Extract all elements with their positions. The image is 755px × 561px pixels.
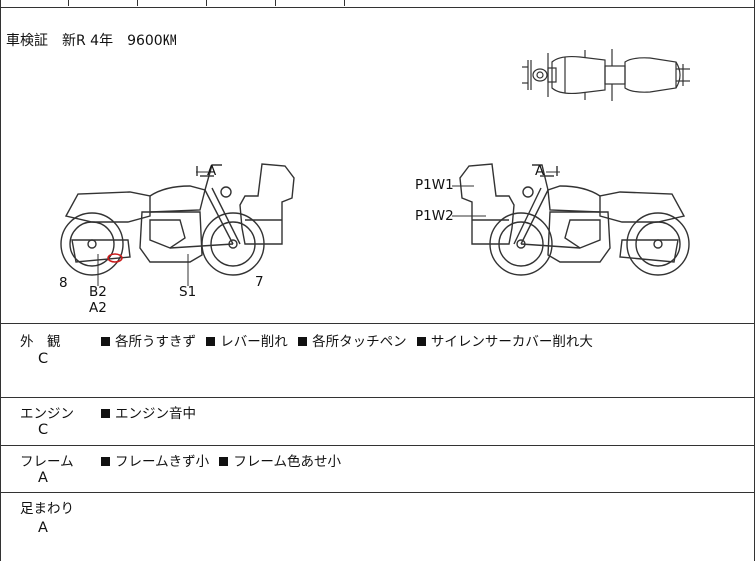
row-divider-1: [0, 397, 755, 398]
row-frame-grade: A: [38, 470, 48, 486]
row-exterior-grade: C: [38, 351, 49, 367]
row-exterior: 外 観 C 各所うすきず レバー削れ 各所タッチペン サイレンサーカバー削れ大: [0, 324, 755, 397]
label-left-b2: B2: [89, 284, 107, 300]
row-engine-grade: C: [38, 422, 49, 438]
row-suspension-name: 足まわり: [20, 501, 74, 517]
bullet-square-icon: [101, 337, 110, 346]
label-left-s1: S1: [179, 284, 197, 300]
motorcycle-diagram: [60, 49, 690, 286]
damage-mark-b2: [107, 253, 123, 263]
left-border: [0, 0, 1, 561]
label-right-p1w1: P1W1: [415, 177, 454, 193]
label-left-a: A: [207, 163, 217, 179]
note-item: エンジン音中: [115, 406, 196, 422]
motorcycle-left-view: [60, 163, 295, 276]
label-left-a2: A2: [89, 300, 107, 316]
bullet-square-icon: [416, 337, 426, 346]
note-item: フレームきず小: [115, 454, 210, 470]
row-exterior-name: 外 観: [20, 334, 61, 350]
motorcycle-top-view: [522, 49, 690, 101]
row-frame-notes: フレームきず小 フレーム色あせ小: [101, 450, 347, 470]
bullet-square-icon: [219, 457, 229, 466]
row-divider-3: [0, 492, 755, 493]
bullet-square-icon: [206, 337, 216, 346]
note-item: サイレンサーカバー削れ大: [430, 334, 593, 350]
row-engine: エンジン C エンジン音中: [0, 398, 755, 445]
note-item: 各所うすきず: [115, 334, 196, 350]
row-suspension: 足まわり A: [0, 493, 755, 561]
header-divider: [0, 7, 755, 8]
motorcycle-right-view: [459, 163, 690, 276]
row-engine-name: エンジン: [20, 406, 74, 422]
bullet-square-icon: [101, 409, 110, 418]
bullet-square-icon: [298, 337, 308, 346]
label-left-7: 7: [255, 274, 264, 290]
row-exterior-notes: 各所うすきず レバー削れ 各所タッチペン サイレンサーカバー削れ大: [101, 330, 599, 350]
note-item: フレーム色あせ小: [233, 454, 342, 470]
header-strip: [0, 0, 755, 7]
label-right-a: A: [535, 163, 545, 179]
bullet-square-icon: [101, 457, 110, 466]
label-left-8: 8: [59, 275, 68, 291]
row-frame-name: フレーム: [20, 454, 74, 470]
note-item: 各所タッチペン: [312, 334, 407, 350]
row-frame: フレーム A フレームきず小 フレーム色あせ小: [0, 446, 755, 492]
row-engine-notes: エンジン音中: [101, 402, 202, 422]
note-item: レバー削れ: [220, 334, 288, 350]
row-suspension-grade: A: [38, 520, 48, 536]
row-divider-2: [0, 445, 755, 446]
registration-info: 車検証 新R 4年 9600㏎: [6, 33, 177, 49]
label-right-p1w2: P1W2: [415, 208, 454, 224]
diagram-bottom-border: [0, 323, 755, 324]
